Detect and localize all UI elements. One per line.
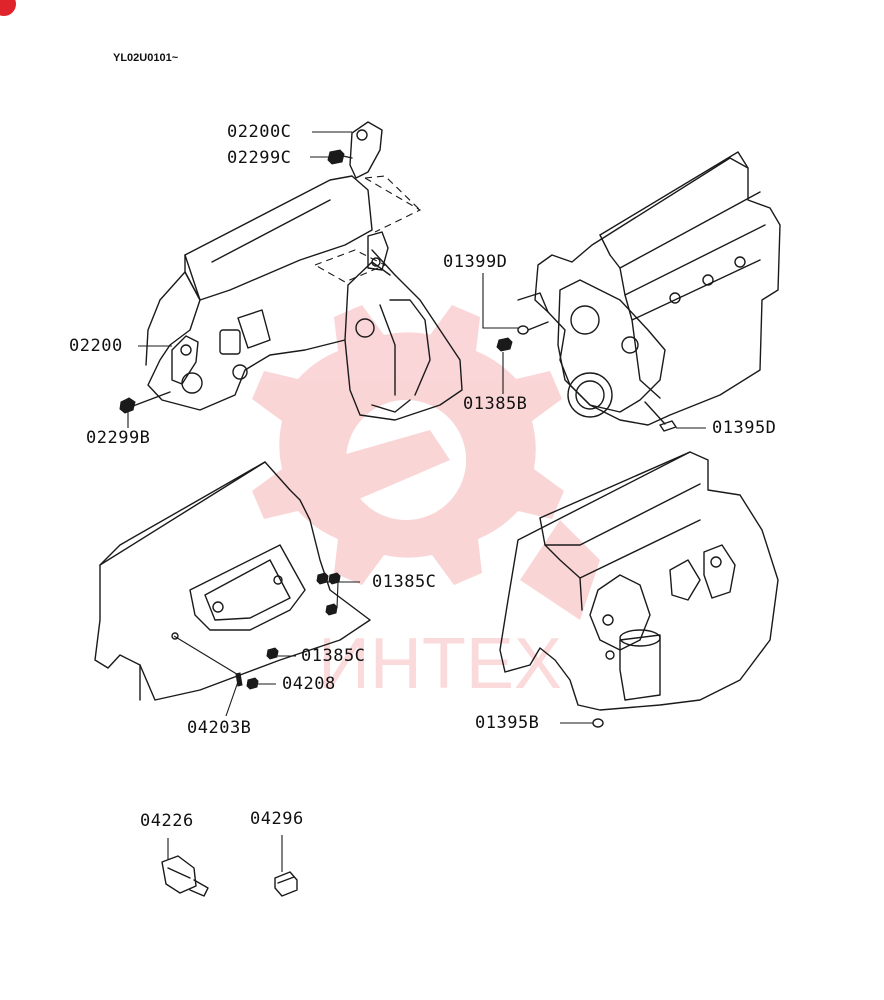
part-label-04226[interactable]: 04226 [140,811,194,831]
part-label-04208[interactable]: 04208 [282,674,336,694]
part-label-04203B[interactable]: 04203B [187,718,252,738]
part-label-02200C[interactable]: 02200C [227,122,292,142]
part-label-01385C-upper[interactable]: 01385C [372,572,437,592]
part-label-01399D[interactable]: 01399D [443,252,508,272]
part-label-02200[interactable]: 02200 [69,336,123,356]
engine-view-mid-right [499,451,779,728]
watermark-text: ИНТЕХ [318,624,562,704]
part-label-01395D[interactable]: 01395D [712,418,777,438]
part-label-01395B[interactable]: 01395B [475,713,540,733]
oil-pressure-switch-icon [161,838,209,897]
serial-range: YL02U0101~ [113,52,179,64]
watermark-gear-icon [252,305,600,620]
part-label-02299B[interactable]: 02299B [86,428,151,448]
part-label-01385C-lower[interactable]: 01385C [301,646,366,666]
plug-icon [274,835,298,897]
part-label-04296[interactable]: 04296 [250,809,304,829]
engine-view-top-right [496,151,781,432]
leader-lines [127,131,706,724]
corner-badge-icon [0,0,16,16]
watermark-gear-ring [252,305,564,585]
engine-view-top-left [119,121,463,421]
part-label-02299C[interactable]: 02299C [227,148,292,168]
watermark-wrench-shape [290,430,600,620]
part-label-01385B[interactable]: 01385B [463,394,528,414]
